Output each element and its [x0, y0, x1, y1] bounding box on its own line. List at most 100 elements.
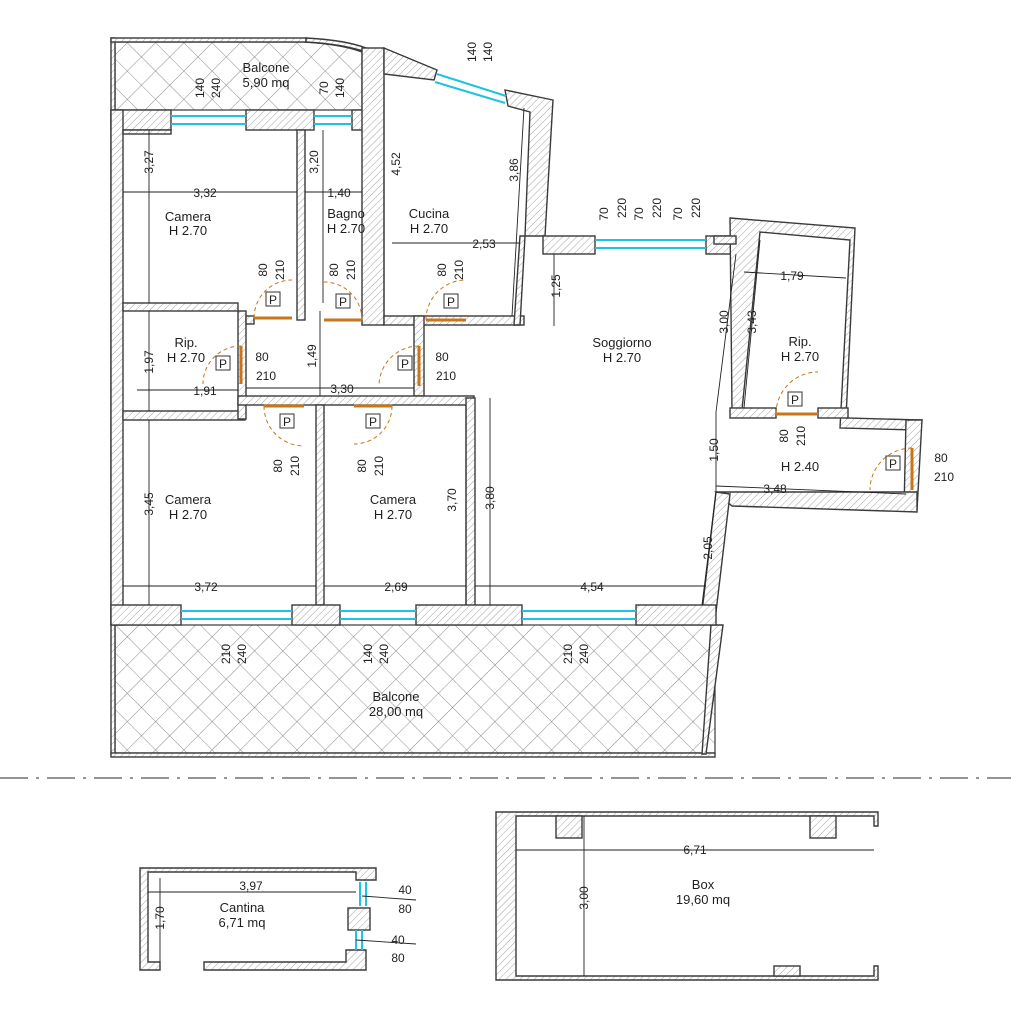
window-label-sog-d: 220 [650, 198, 664, 218]
window-label-cantina-w1-b: 80 [398, 902, 412, 916]
window-label-cantina-w2-b: 80 [391, 951, 405, 965]
door-label-camera2-b: 210 [288, 456, 302, 476]
dim-rip2-height: 3,43 [745, 310, 759, 334]
door-marker-rip2: P [791, 393, 799, 407]
room-name-rip1: Rip. [174, 335, 197, 350]
window-label-sog-f: 220 [689, 198, 703, 218]
window-label-cantina-w2-a: 40 [391, 933, 405, 947]
door-label-soggiorno-a: 80 [435, 350, 449, 364]
window-label-sog-b: 220 [615, 198, 629, 218]
door-label-camera3-a: 80 [355, 459, 369, 473]
window-label-sog-e: 70 [671, 207, 685, 221]
walls [110, 37, 924, 758]
door-label-soggiorno-b: 210 [436, 369, 456, 383]
dim-soggiorno-300: 3,00 [717, 310, 731, 334]
room-height-camera1: H 2.70 [169, 223, 207, 238]
room-height-cucina: H 2.70 [410, 221, 448, 236]
room-area-balcone-bottom: 28,00 mq [369, 704, 423, 719]
room-name-soggiorno: Soggiorno [592, 335, 651, 350]
room-height-rip2: H 2.70 [781, 349, 819, 364]
door-label-cucina-a: 80 [435, 263, 449, 277]
dim-corridor-width: 3,30 [330, 382, 354, 396]
dim-bagno-width: 1,40 [327, 186, 351, 200]
window-label-bot-w2-b: 240 [377, 644, 391, 664]
window-label-bot-w1-a: 210 [219, 644, 233, 664]
room-area-cantina: 6,71 mq [219, 915, 266, 930]
room-height-soggiorno: H 2.70 [603, 350, 641, 365]
door-label-bagno-b: 210 [344, 260, 358, 280]
room-height-camera3: H 2.70 [374, 507, 412, 522]
dim-soggiorno-150: 1,50 [707, 438, 721, 462]
dim-soggiorno-205: 2,05 [701, 536, 715, 560]
door-label-bagno-a: 80 [327, 263, 341, 277]
dim-h240-width: 3,48 [763, 482, 787, 496]
dim-camera3-height: 3,70 [445, 488, 459, 512]
room-name-box: Box [692, 877, 715, 892]
door-marker-rip1: P [219, 357, 227, 371]
window-label-bot-w3-a: 210 [561, 644, 575, 664]
door-markers: P P P P P P P P P [215, 291, 901, 471]
dim-camera2-width: 3,72 [194, 580, 218, 594]
door-label-rip2-a: 80 [777, 429, 791, 443]
dim-cantina-height: 1,70 [153, 906, 167, 930]
door-marker-ext: P [889, 457, 897, 471]
dim-rip2-width: 1,79 [780, 269, 804, 283]
door-label-camera1-a: 80 [256, 263, 270, 277]
dim-cucina-right: 3,86 [507, 158, 521, 182]
dim-cucina-left: 4,52 [389, 152, 403, 176]
dimension-labels: 3,32 3,27 1,40 3,20 4,52 3,86 2,53 1,25 … [142, 150, 804, 930]
window-label-cucina-b: 140 [481, 42, 495, 62]
window-label-bal-w2-b: 140 [333, 78, 347, 98]
dimension-lines [123, 80, 907, 606]
window-label-sog-a: 70 [597, 207, 611, 221]
door-marker-camera2: P [283, 415, 291, 429]
room-labels: Balcone 5,90 mq Camera H 2.70 Bagno H 2.… [165, 60, 819, 930]
door-marker-cucina: P [447, 295, 455, 309]
dim-camera1-height: 3,27 [142, 150, 156, 174]
dim-camera1-width: 3,32 [193, 186, 217, 200]
door-label-rip1-a: 80 [255, 350, 269, 364]
dim-corridor-height: 1,49 [305, 344, 319, 368]
room-name-rip2: Rip. [788, 334, 811, 349]
dim-box-width: 6,71 [683, 843, 707, 857]
room-name-balcone-bottom: Balcone [373, 689, 420, 704]
room-name-camera3: Camera [370, 492, 417, 507]
door-label-rip1-b: 210 [256, 369, 276, 383]
door-marker-camera1: P [269, 293, 277, 307]
room-name-cucina: Cucina [409, 206, 450, 221]
window-label-cantina-w1-a: 40 [398, 883, 412, 897]
room-area-balcone-top: 5,90 mq [243, 75, 290, 90]
window-label-bot-w1-b: 240 [235, 644, 249, 664]
door-label-cucina-b: 210 [452, 260, 466, 280]
room-name-bagno: Bagno [327, 206, 365, 221]
door-label-rip2-b: 210 [794, 426, 808, 446]
window-label-bal-w2-a: 70 [317, 81, 331, 95]
dim-soggiorno-380: 3,80 [483, 486, 497, 510]
window-label-bot-w3-b: 240 [577, 644, 591, 664]
dim-camera2-height: 3,45 [142, 492, 156, 516]
box-plan [495, 811, 879, 981]
room-height-h240: H 2.40 [781, 459, 819, 474]
balcony-bottom [114, 624, 716, 754]
door-marker-bagno: P [339, 295, 347, 309]
door-label-camera2-a: 80 [271, 459, 285, 473]
dim-camera3-width: 2,69 [384, 580, 408, 594]
dim-cucina-width: 2,53 [472, 237, 496, 251]
room-name-balcone-top: Balcone [243, 60, 290, 75]
room-area-box: 19,60 mq [676, 892, 730, 907]
door-label-ext-b: 210 [934, 470, 954, 484]
room-name-camera2: Camera [165, 492, 212, 507]
dim-box-height: 3,00 [577, 886, 591, 910]
dim-soggiorno-width: 4,54 [580, 580, 604, 594]
dim-cantina-width: 3,97 [239, 879, 263, 893]
dim-soggiorno-125: 1,25 [549, 274, 563, 298]
door-marker-camera3: P [369, 415, 377, 429]
window-label-bal-w1-a: 140 [193, 78, 207, 98]
window-label-cucina-a: 140 [465, 42, 479, 62]
room-height-camera2: H 2.70 [169, 507, 207, 522]
window-label-sog-c: 70 [632, 207, 646, 221]
room-name-camera1: Camera [165, 209, 212, 224]
cantina-plan [139, 867, 417, 971]
door-labels: 80 210 80 210 80 210 80 210 80 210 80 21… [255, 260, 954, 484]
